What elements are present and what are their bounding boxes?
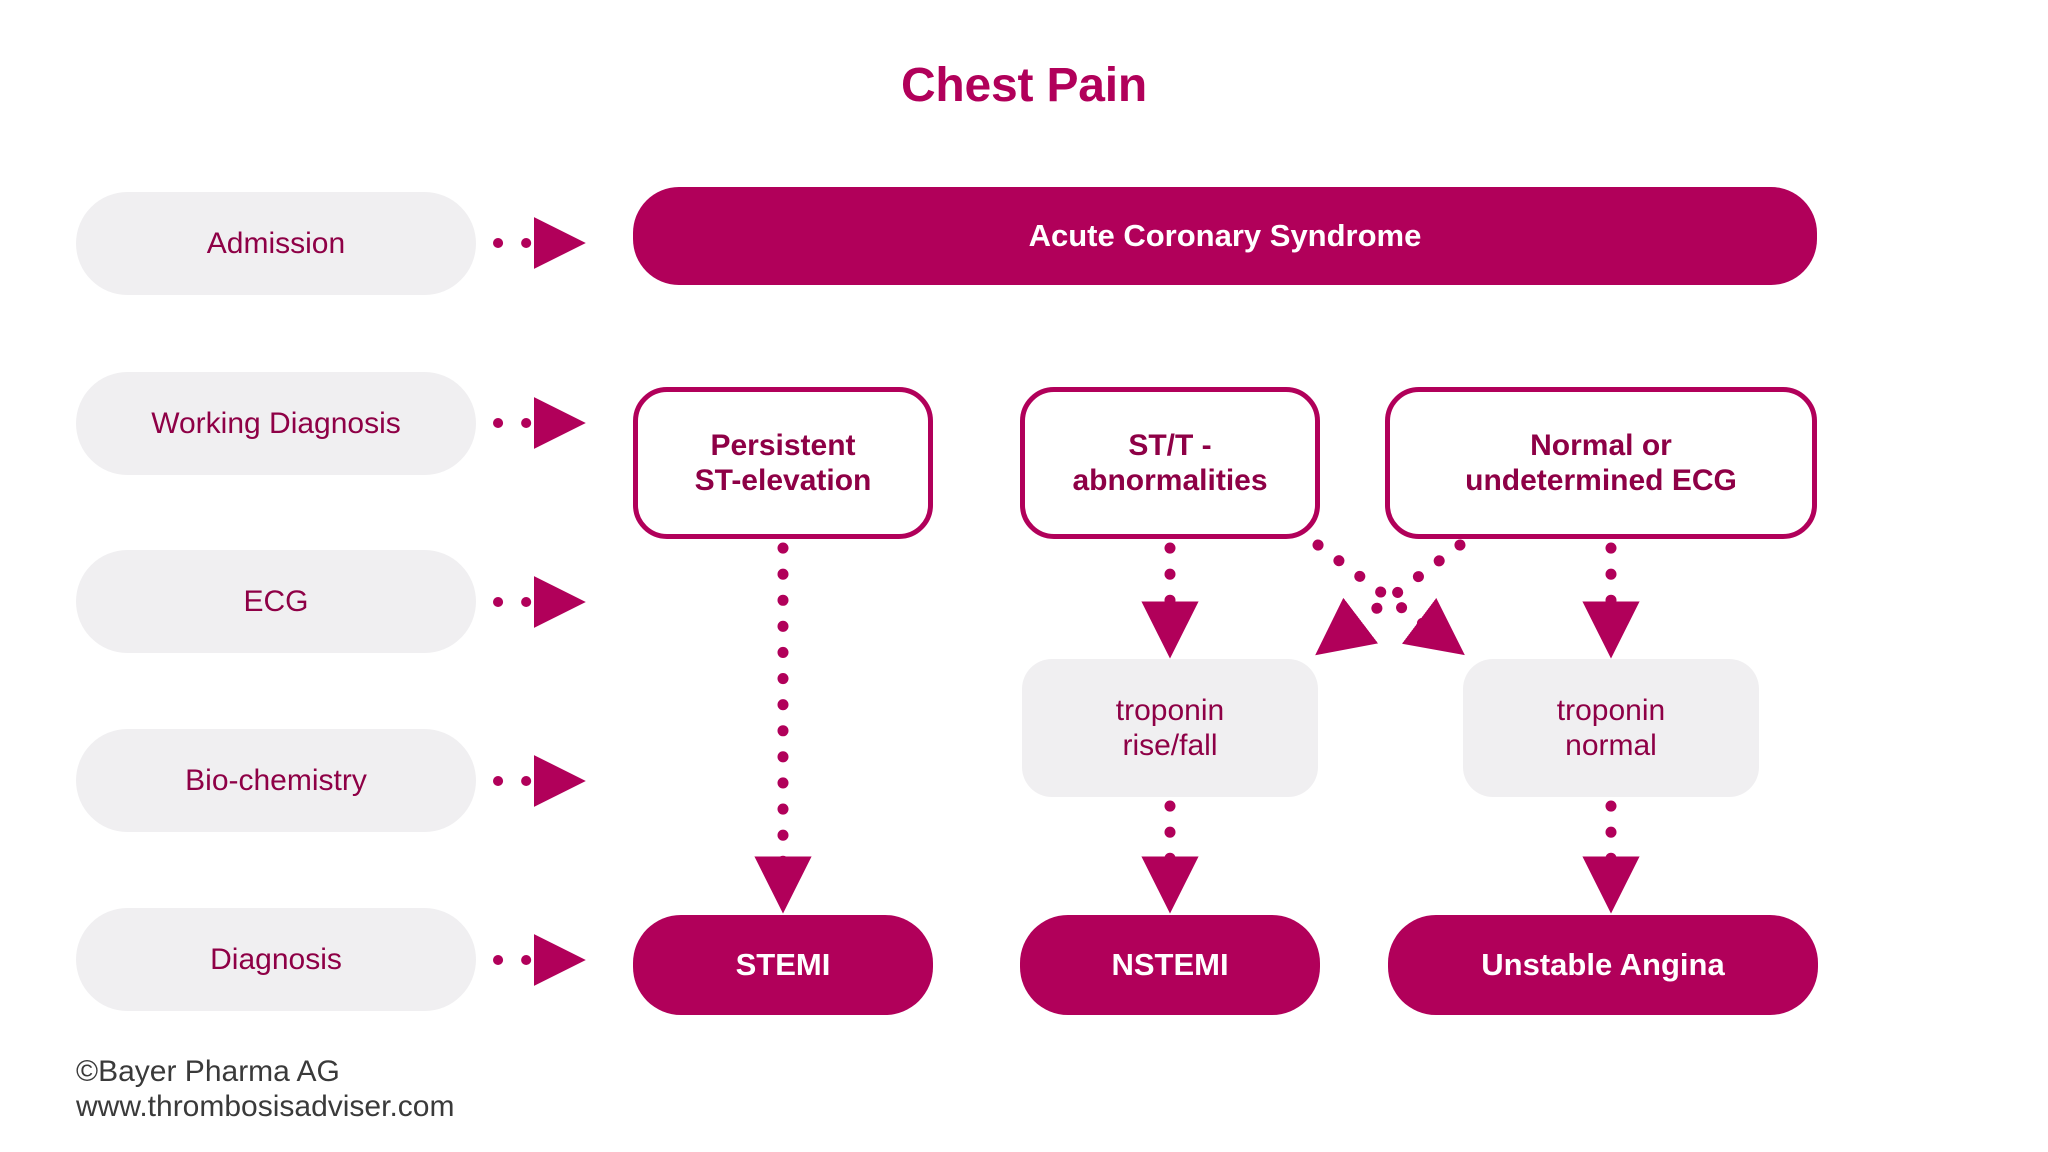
stage-label-text: ECG: [243, 584, 309, 618]
diagnosis-label: STEMI: [735, 946, 831, 982]
connector-normal-to-troponin-rise: [1315, 539, 1466, 656]
banner-label: Acute Coronary Syndrome: [1028, 217, 1422, 253]
biochemistry-label: troponin normal: [1556, 693, 1666, 762]
biochemistry-troponin-rise-fall: troponin rise/fall: [1022, 659, 1318, 797]
stage-label-text: Admission: [206, 226, 346, 260]
acute-coronary-syndrome-banner: Acute Coronary Syndrome: [633, 187, 1817, 285]
ecg-finding-label: Normal or undetermined ECG: [1465, 428, 1737, 497]
connector-stt-to-troponin-normal: [1312, 539, 1465, 656]
biochemistry-troponin-normal: troponin normal: [1463, 659, 1759, 797]
page-title: Chest Pain: [900, 59, 1148, 112]
diagnosis-label: Unstable Angina: [1481, 946, 1725, 982]
copyright-footer: ©Bayer Pharma AG www.thrombosisadviser.c…: [76, 1055, 455, 1123]
diagnosis-nstemi: NSTEMI: [1020, 915, 1320, 1015]
stage-label-text: Working Diagnosis: [151, 406, 401, 440]
ecg-finding-st-t-abnormalities: ST/T - abnormalities: [1020, 387, 1320, 539]
ecg-finding-label: ST/T - abnormalities: [1072, 428, 1268, 497]
biochemistry-label: troponin rise/fall: [1115, 693, 1225, 762]
stage-label-admission: Admission: [76, 192, 476, 295]
ecg-finding-label: Persistent ST-elevation: [694, 428, 872, 497]
diagnosis-label: NSTEMI: [1111, 946, 1229, 982]
stage-label-text: Diagnosis: [210, 942, 342, 976]
stage-label-bio-chemistry: Bio-chemistry: [76, 729, 476, 832]
stage-label-diagnosis: Diagnosis: [76, 908, 476, 1011]
diagnosis-stemi: STEMI: [633, 915, 933, 1015]
stage-label-text: Bio-chemistry: [185, 763, 367, 797]
ecg-finding-persistent-st-elevation: Persistent ST-elevation: [633, 387, 933, 539]
stage-label-working-diagnosis: Working Diagnosis: [76, 372, 476, 475]
diagnosis-unstable-angina: Unstable Angina: [1388, 915, 1818, 1015]
ecg-finding-normal-or-undetermined: Normal or undetermined ECG: [1385, 387, 1817, 539]
stage-label-ecg: ECG: [76, 550, 476, 653]
